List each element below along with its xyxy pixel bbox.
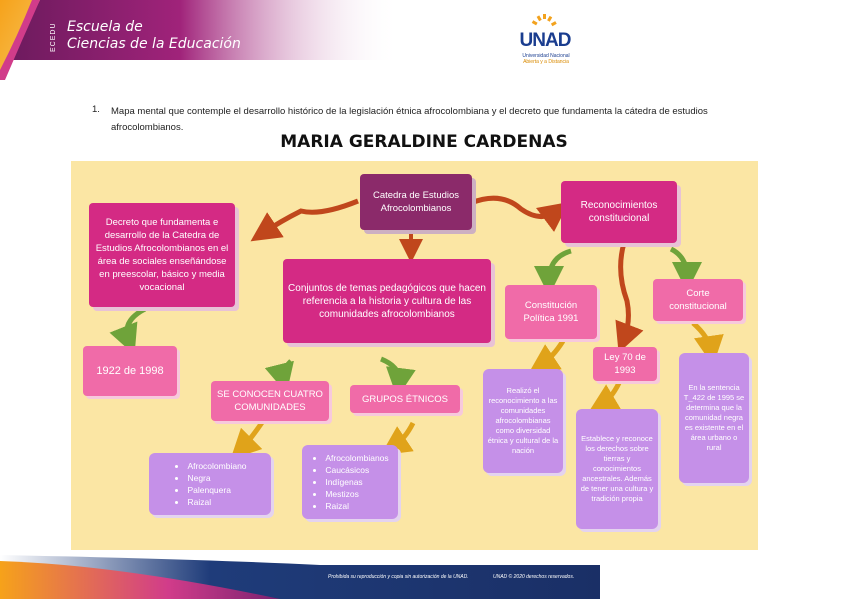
arrow-reconocimientos-down: [621, 243, 629, 339]
logo-subtitle-2: Abierta y a Distancia: [506, 59, 586, 65]
cuatro-comunidades-node: SE CONOCEN CUATRO COMUNIDADES: [211, 381, 329, 421]
footer-rights: UNAD © 2020 derechos reservados.: [493, 574, 574, 580]
reconocimientos-node: Reconocimientos constitucional: [561, 181, 677, 243]
center-node: Catedra de Estudios Afrocolombianos: [360, 174, 472, 230]
footer-copyright: Prohibida su reproducción y copia sin au…: [328, 574, 469, 580]
arrow-corte-desc: [693, 323, 711, 351]
list-item: Palenquera: [187, 484, 246, 496]
list-item: Indígenas: [325, 476, 388, 488]
corte-description: En la sentencia T_422 de 1995 se determi…: [679, 353, 749, 483]
arrow-constitucion-desc: [541, 341, 563, 365]
list-item: Negra: [187, 472, 246, 484]
list-item: Raizal: [187, 496, 246, 508]
logo-wordmark: UNAD: [512, 30, 578, 52]
arrow-center-right: [471, 198, 557, 216]
mind-map: Catedra de Estudios Afrocolombianos Decr…: [71, 161, 758, 550]
list-item: Mestizos: [325, 488, 388, 500]
school-name-line2: Ciencias de la Educación: [67, 36, 241, 52]
cuatro-comunidades-list: Afrocolombiano Negra Palenquera Raizal: [149, 453, 271, 515]
grupos-etnicos-list: Afrocolombianos Caucásicos Indígenas Mes…: [302, 445, 398, 519]
decreto-node: Decreto que fundamenta e desarrollo de l…: [89, 203, 235, 307]
school-name-line1: Escuela de: [67, 19, 143, 35]
list-item: Afrocolombiano: [187, 460, 246, 472]
arrow-decreto-1998: [127, 309, 145, 341]
arrow-rec-corte: [671, 249, 687, 277]
ley70-node: Ley 70 de 1993: [593, 347, 657, 381]
constitucion-description: Realizó el reconocimiento a las comunida…: [483, 369, 563, 473]
page-title: MARIA GERALDINE CARDENAS: [0, 132, 848, 152]
grupos-etnicos-node: GRUPOS ÉTNICOS: [350, 385, 460, 413]
ley70-description: Establece y reconoce los derechos sobre …: [576, 409, 658, 529]
arrow-conjuntos-grupos: [381, 359, 399, 383]
ecedu-label: ECEDU: [50, 22, 57, 52]
arrow-conjuntos-cuatro: [283, 361, 291, 379]
arrow-grupos-list: [393, 423, 413, 447]
constitucion-node: Constitución Política 1991: [505, 285, 597, 339]
year-1998-node: 1922 de 1998: [83, 346, 177, 396]
conjuntos-node: Conjuntos de temas pedagógicos que hacen…: [283, 259, 491, 343]
arrow-ley70-desc: [601, 383, 619, 405]
list-item: Caucásicos: [325, 464, 388, 476]
list-item: Afrocolombianos: [325, 452, 388, 464]
instruction-number: 1.: [92, 104, 100, 115]
arrow-cuatro-list: [241, 421, 263, 449]
corte-node: Corte constitucional: [653, 279, 743, 321]
arrow-center-left: [263, 201, 358, 233]
list-item: Raizal: [325, 500, 388, 512]
arrow-rec-constitucion: [549, 251, 571, 281]
